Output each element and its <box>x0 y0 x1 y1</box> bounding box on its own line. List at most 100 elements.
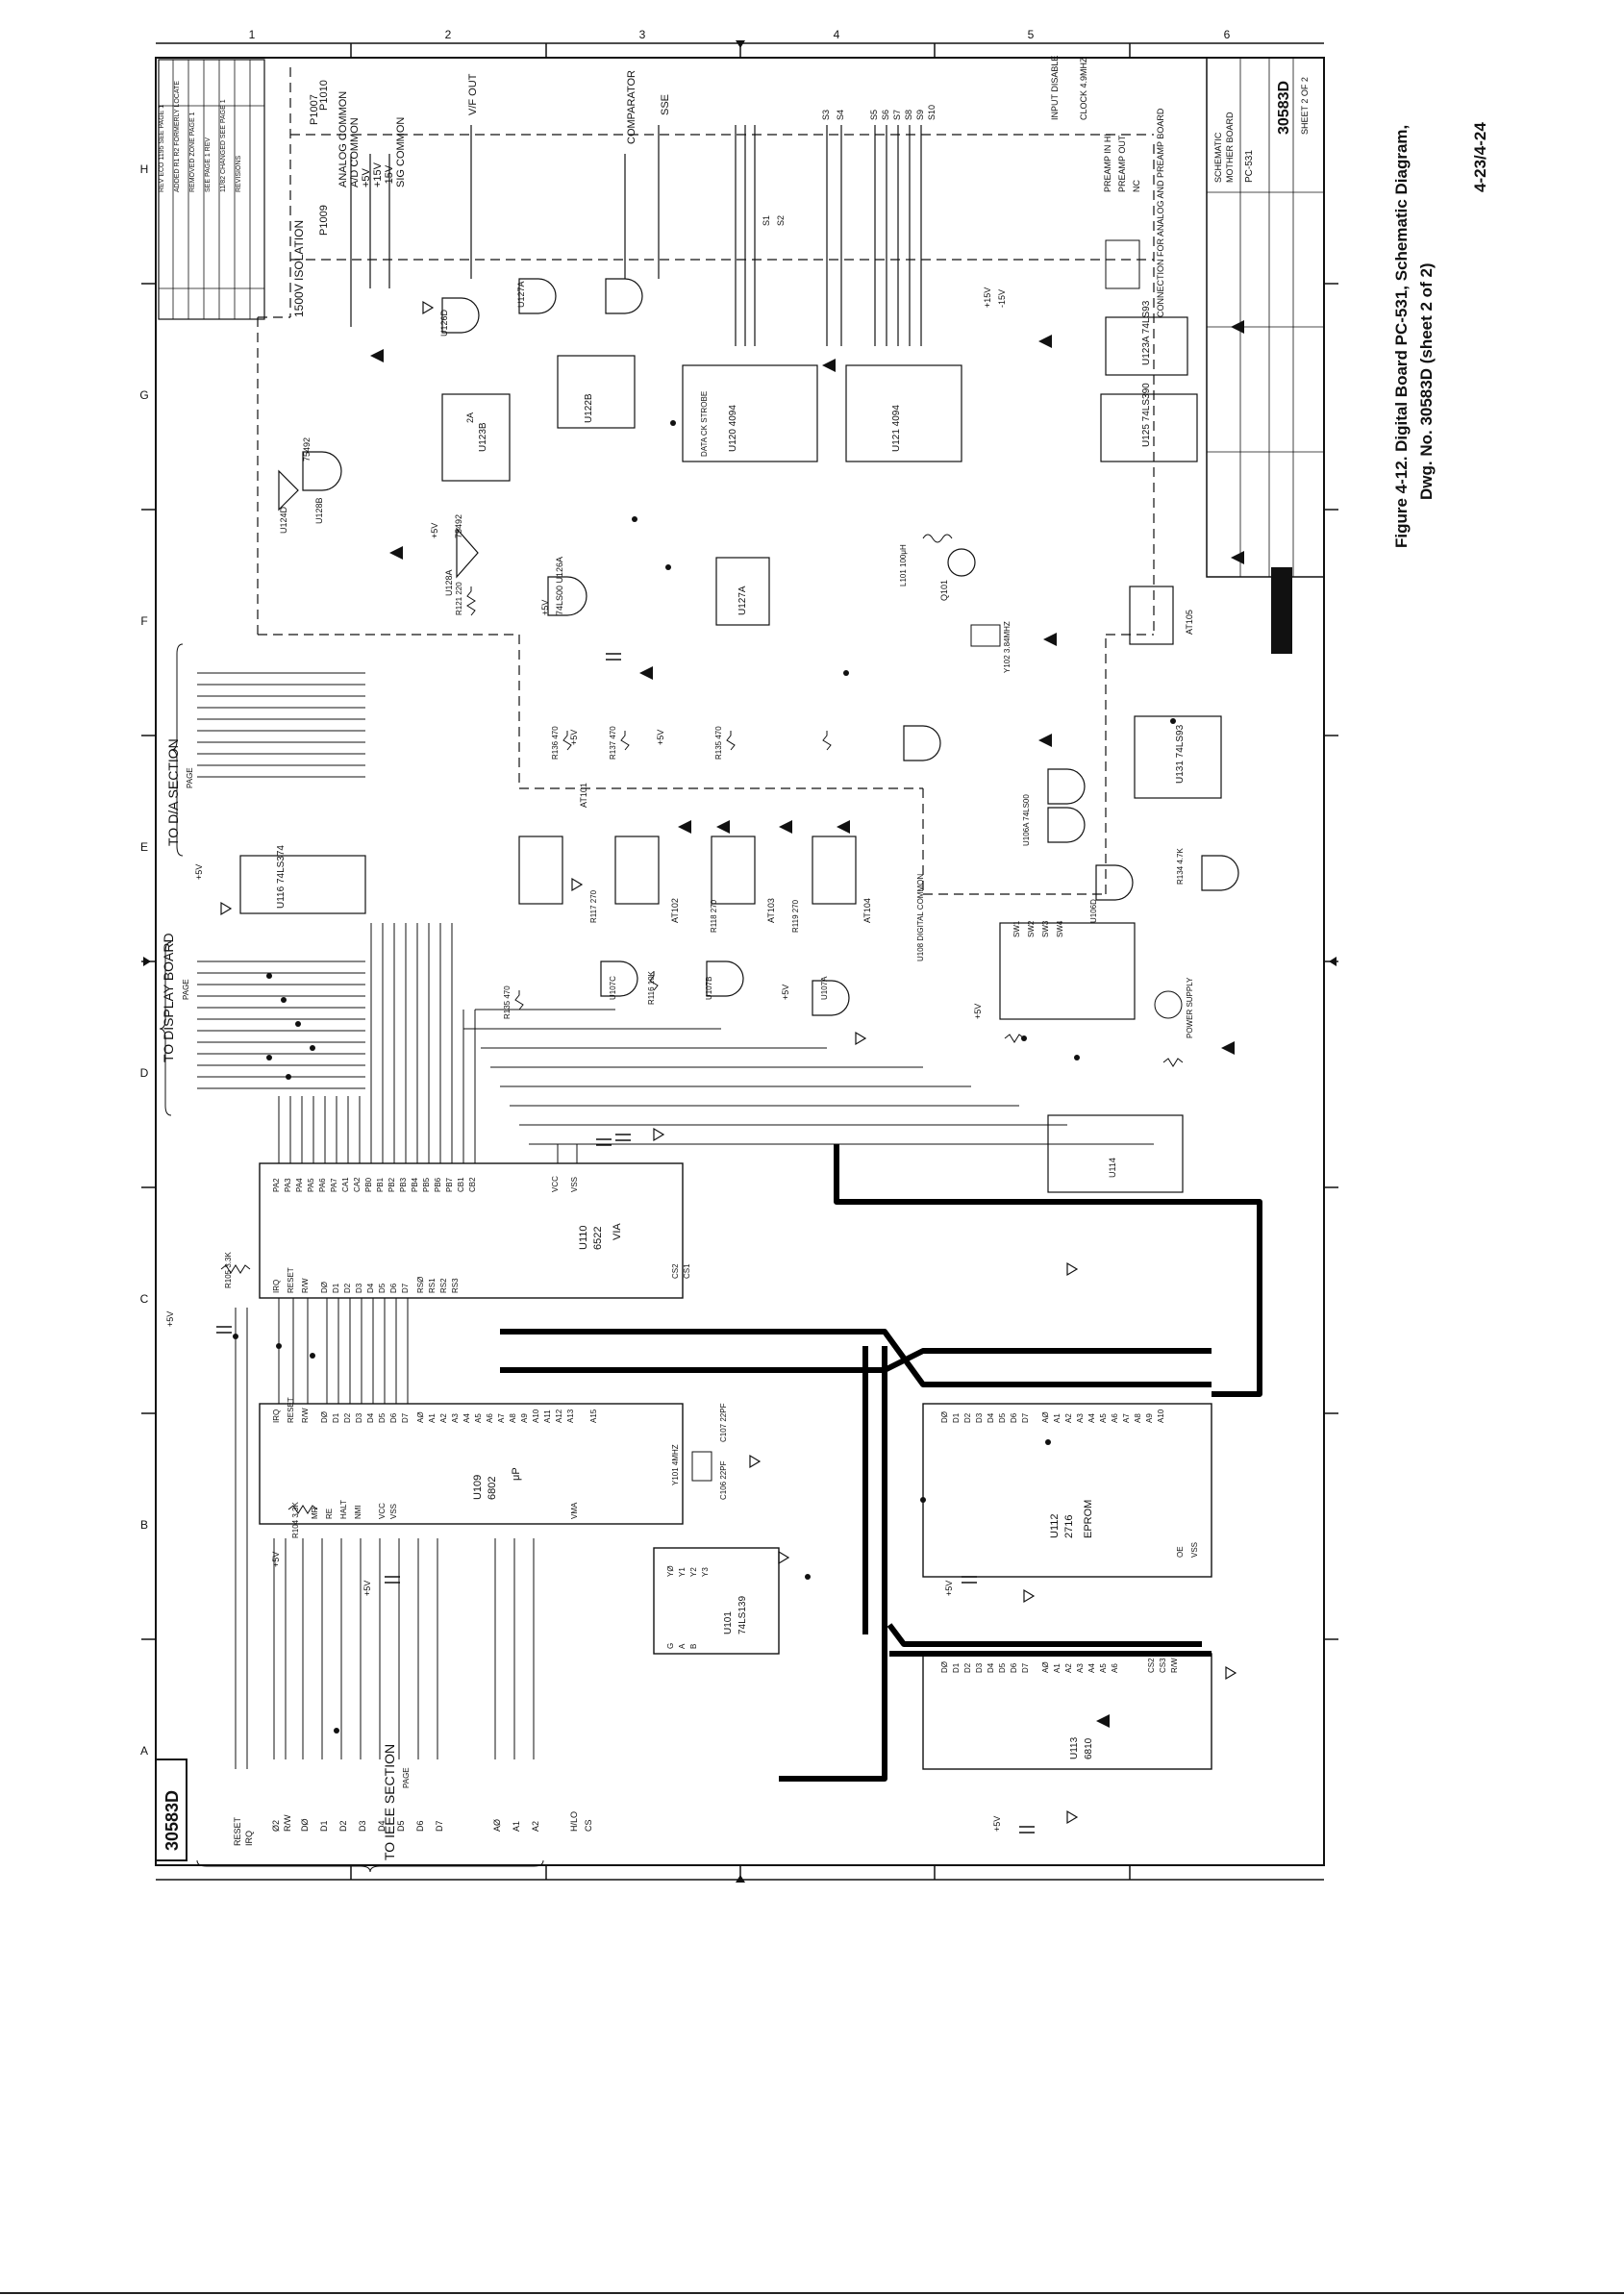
svg-text:RSØ: RSØ <box>416 1277 425 1293</box>
svg-text:OE: OE <box>1176 1546 1185 1558</box>
svg-text:CS1: CS1 <box>683 1263 691 1279</box>
svg-text:VSS: VSS <box>389 1504 398 1519</box>
zone-row-f: F <box>140 614 147 628</box>
svg-text:SW3: SW3 <box>1041 920 1050 937</box>
svg-text:D1: D1 <box>332 1412 340 1423</box>
svg-text:S9: S9 <box>915 110 925 120</box>
svg-text:CS2: CS2 <box>1147 1658 1156 1673</box>
svg-text:A10: A10 <box>532 1409 540 1423</box>
svg-text:+5V: +5V <box>973 1004 983 1019</box>
data-bus <box>500 1144 1262 1782</box>
svg-text:U107A: U107A <box>820 976 829 1000</box>
svg-text:U107B: U107B <box>705 977 713 1000</box>
svg-text:D6: D6 <box>1010 1412 1018 1423</box>
svg-text:PAGE: PAGE <box>186 767 194 788</box>
svg-text:75492: 75492 <box>302 437 312 461</box>
svg-text:A12: A12 <box>555 1409 563 1423</box>
svg-text:A5: A5 <box>1099 1663 1108 1673</box>
svg-text:R137 470: R137 470 <box>609 726 617 760</box>
svg-text:A3: A3 <box>1076 1413 1085 1423</box>
svg-text:L101 100μH: L101 100μH <box>899 544 908 586</box>
svg-text:+5V: +5V <box>569 730 579 745</box>
svg-text:75492: 75492 <box>454 514 463 538</box>
svg-text:PB1: PB1 <box>376 1177 385 1192</box>
svg-text:PA2: PA2 <box>272 1178 281 1192</box>
svg-text:D1: D1 <box>319 1820 329 1832</box>
svg-text:D3: D3 <box>975 1662 984 1673</box>
svg-text:A4: A4 <box>462 1413 471 1423</box>
svg-text:G: G <box>666 1643 675 1649</box>
svg-text:D7: D7 <box>435 1820 444 1832</box>
svg-text:AØ: AØ <box>1041 1411 1050 1423</box>
svg-text:SW2: SW2 <box>1027 920 1036 937</box>
svg-text:AT103: AT103 <box>766 898 776 923</box>
svg-text:R121 220: R121 220 <box>455 582 463 615</box>
svg-text:AT104: AT104 <box>862 898 872 923</box>
svg-text:+5V: +5V <box>540 600 550 615</box>
svg-text:Ø2: Ø2 <box>271 1820 281 1832</box>
svg-text:NC: NC <box>1132 180 1141 192</box>
svg-text:2716: 2716 <box>1063 1515 1075 1538</box>
svg-text:D2: D2 <box>343 1283 352 1293</box>
svg-text:D6: D6 <box>389 1412 398 1423</box>
svg-text:PREAMP OUT: PREAMP OUT <box>1117 135 1127 192</box>
svg-text:+5V: +5V <box>271 1552 281 1567</box>
svg-text:U113: U113 <box>1069 1736 1080 1759</box>
svg-text:6810: 6810 <box>1084 1737 1094 1759</box>
svg-text:RESET: RESET <box>287 1397 295 1423</box>
svg-text:U124D: U124D <box>279 506 288 534</box>
svg-text:D5: D5 <box>998 1662 1007 1673</box>
svg-text:CS: CS <box>584 1819 593 1832</box>
chip-u116: U116 74LS374 <box>239 845 366 914</box>
svg-text:Y1: Y1 <box>678 1567 687 1577</box>
svg-text:A6: A6 <box>486 1413 494 1423</box>
svg-text:D7: D7 <box>1021 1412 1030 1423</box>
svg-text:R135 470: R135 470 <box>503 985 512 1019</box>
svg-text:U127A: U127A <box>737 586 748 615</box>
svg-text:PA6: PA6 <box>318 1178 327 1192</box>
svg-text:AØ: AØ <box>1041 1661 1050 1673</box>
svg-text:VCC: VCC <box>551 1176 560 1192</box>
top-signal-wires <box>350 125 922 346</box>
svg-text:PC-531: PC-531 <box>1244 150 1255 183</box>
svg-text:D3: D3 <box>358 1820 367 1832</box>
svg-text:U126D: U126D <box>439 309 449 337</box>
zone-col-5: 5 <box>1028 28 1035 41</box>
svg-text:RESET: RESET <box>233 1816 242 1846</box>
svg-text:D6: D6 <box>1010 1662 1018 1673</box>
svg-text:R105 3.3K: R105 3.3K <box>224 1252 233 1288</box>
svg-text:SHEET 2 OF 2: SHEET 2 OF 2 <box>1300 77 1310 135</box>
svg-text:S5: S5 <box>869 110 879 120</box>
svg-text:PB0: PB0 <box>364 1177 373 1192</box>
svg-text:S10: S10 <box>927 105 937 120</box>
hollow-ground-symbols <box>220 300 1237 1825</box>
zone-row-d: D <box>140 1066 149 1080</box>
svg-text:A: A <box>678 1643 687 1649</box>
svg-text:U128B: U128B <box>314 497 324 524</box>
revision-block: REV ECO 1195 SEE PAGE 1 ADDED R1 R2 FORM… <box>158 59 265 320</box>
svg-text:D3: D3 <box>975 1412 984 1423</box>
u107-labels: U107C U107B U107A <box>609 976 829 1000</box>
svg-text:SIG COMMON: SIG COMMON <box>395 117 407 187</box>
svg-text:PAGE: PAGE <box>182 979 190 1000</box>
svg-text:30583D: 30583D <box>162 1790 182 1851</box>
svg-text:A8: A8 <box>1134 1413 1142 1423</box>
zone-row-g: G <box>139 388 148 402</box>
crystal-y101: Y101 4MHZ C106 22PF C107 22PF <box>671 1403 728 1500</box>
svg-text:RE: RE <box>325 1509 334 1519</box>
svg-text:+5V: +5V <box>430 523 439 538</box>
svg-text:S8: S8 <box>904 110 913 120</box>
svg-text:A9: A9 <box>1145 1413 1154 1423</box>
svg-text:AT102: AT102 <box>670 898 680 923</box>
svg-text:6802: 6802 <box>487 1477 498 1500</box>
zone-col-4: 4 <box>834 28 840 41</box>
svg-text:A/D COMMON: A/D COMMON <box>349 117 361 187</box>
svg-text:R136 470: R136 470 <box>551 726 560 760</box>
opto-at103: AT103 <box>711 836 776 923</box>
svg-text:RESET: RESET <box>287 1267 295 1293</box>
svg-text:AØ: AØ <box>492 1819 502 1832</box>
svg-text:U106D: U106D <box>1089 899 1098 923</box>
svg-text:SW1: SW1 <box>1012 920 1021 937</box>
svg-text:Q101: Q101 <box>939 580 949 601</box>
svg-text:+5V: +5V <box>944 1581 954 1596</box>
